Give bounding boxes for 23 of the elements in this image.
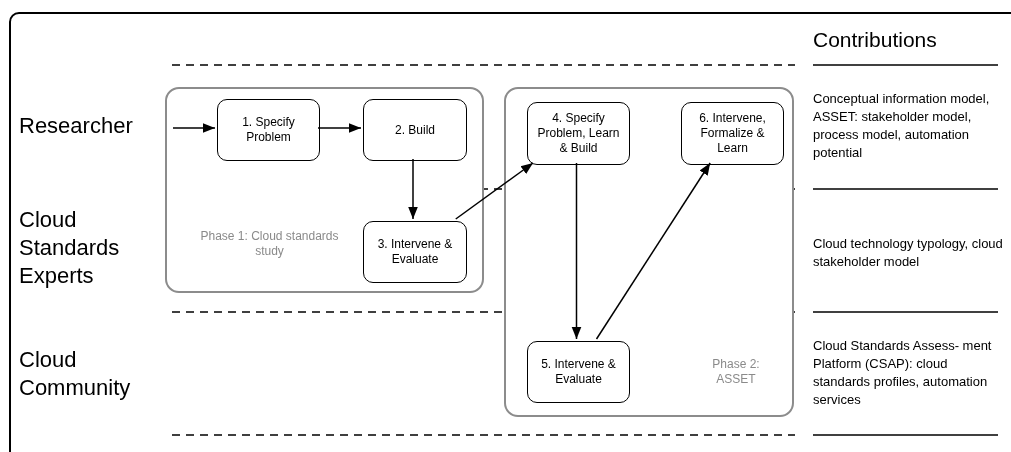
process-box: 6. Intervene, Formalize & Learn <box>681 102 784 165</box>
phase-label: Phase 1: Cloud standards study <box>199 229 340 259</box>
arrow <box>172 123 216 133</box>
process-box: 2. Build <box>363 99 467 161</box>
lane-label: Cloud Standards Experts <box>19 206 121 290</box>
arrow <box>408 158 418 220</box>
arrow <box>455 162 534 220</box>
column-heading: Contributions <box>813 27 938 53</box>
phase-label: Phase 2: ASSET <box>711 357 761 387</box>
process-box: 3. Intervene & Evaluate <box>363 221 467 283</box>
contribution-text: Conceptual information model, ASSET: stakeholder model, process model, automation potential <box>813 90 991 162</box>
arrow <box>317 123 362 133</box>
process-box: 4. Specify Problem, Learn & Build <box>527 102 630 165</box>
lane-label: Cloud Community <box>19 346 132 402</box>
contribution-text: Cloud technology typology, cloud stakeholder model <box>813 235 1004 271</box>
arrow <box>595 162 711 340</box>
phase-box <box>165 87 484 293</box>
arrow <box>571 162 582 340</box>
process-box: 5. Intervene & Evaluate <box>527 341 630 403</box>
phase-box <box>504 87 794 417</box>
contribution-text: Cloud Standards Assess- ment Platform (CSAP): cloud standards profiles, automation services <box>813 337 993 409</box>
lane-label: Researcher <box>19 112 134 140</box>
process-box: 1. Specify Problem <box>217 99 320 161</box>
